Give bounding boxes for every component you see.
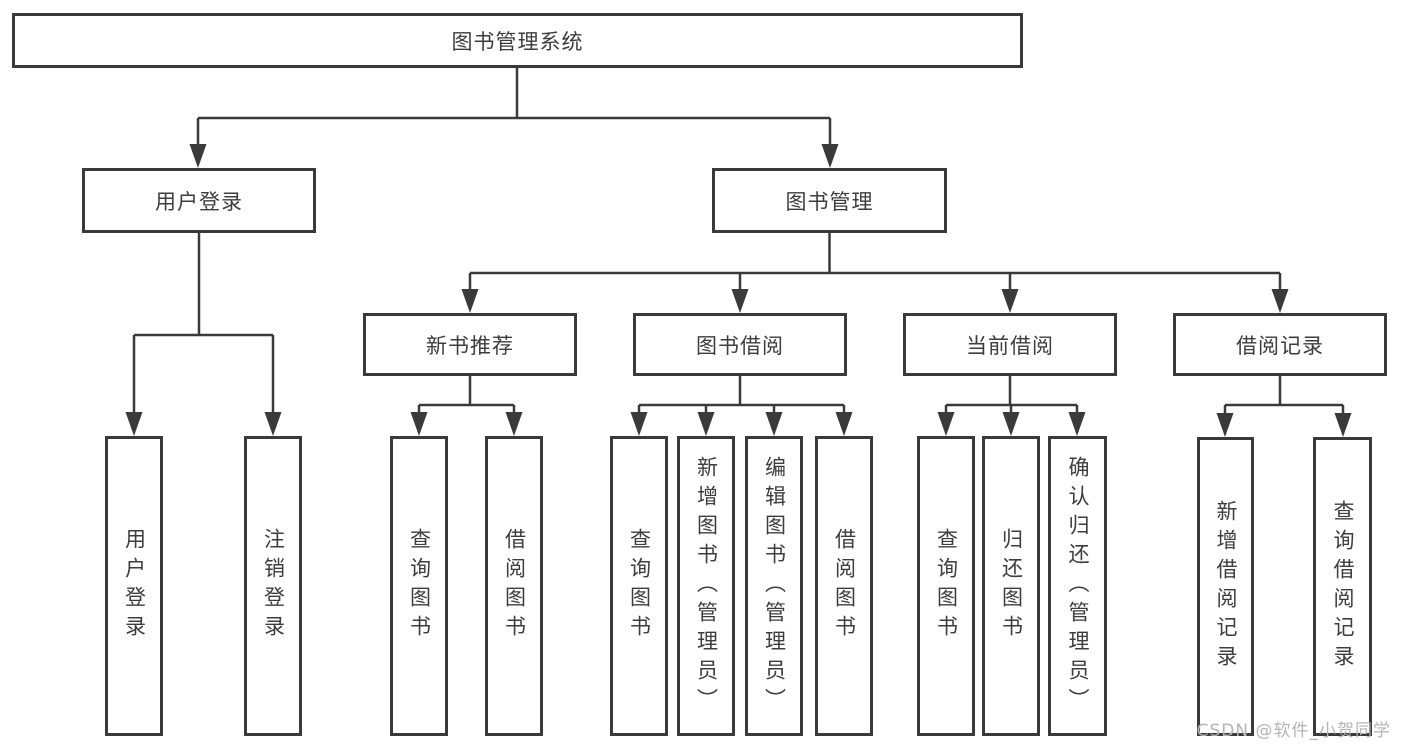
leaf-borrow-books: 借阅图书 xyxy=(485,436,543,736)
node-label: 当前借阅 xyxy=(966,333,1054,358)
node-label: 借阅记录 xyxy=(1236,333,1324,358)
leaf-label: 注销登录 xyxy=(261,528,286,644)
leaf-add-borrow-record: 新增借阅记录 xyxy=(1197,437,1254,736)
node-label: 图书管理 xyxy=(785,189,874,214)
leaf-query-books: 查询图书 xyxy=(917,436,975,736)
leaf-label: 归还图书 xyxy=(999,528,1024,644)
leaf-label: 查询图书 xyxy=(627,528,652,644)
leaf-add-books-admin: 新增图书（管理员） xyxy=(677,436,735,736)
node-label: 图书管理系统 xyxy=(451,29,584,54)
leaf-label: 借阅图书 xyxy=(832,528,857,644)
leaf-label: 查询图书 xyxy=(407,528,432,644)
node-current-borrowing: 当前借阅 xyxy=(903,313,1117,376)
node-new-book-recommendation: 新书推荐 xyxy=(363,313,577,376)
node-label: 图书借阅 xyxy=(696,333,784,358)
node-library-management-system: 图书管理系统 xyxy=(12,13,1023,68)
leaf-label: 新增图书（管理员） xyxy=(694,455,719,717)
leaf-label: 查询借阅记录 xyxy=(1331,499,1355,674)
leaf-return-books: 归还图书 xyxy=(982,436,1040,736)
node-label: 新书推荐 xyxy=(426,333,514,358)
leaf-logout: 注销登录 xyxy=(244,436,302,736)
leaf-label: 查询图书 xyxy=(934,528,959,644)
leaf-label: 编辑图书（管理员） xyxy=(762,455,787,717)
node-borrowing-records: 借阅记录 xyxy=(1173,313,1387,376)
leaf-confirm-return-admin: 确认归还（管理员） xyxy=(1048,436,1107,736)
leaf-label: 借阅图书 xyxy=(502,528,527,644)
leaf-borrow-books: 借阅图书 xyxy=(815,436,873,736)
node-user-login: 用户登录 xyxy=(82,168,316,233)
leaf-label: 新增借阅记录 xyxy=(1214,499,1238,674)
leaf-label: 确认归还（管理员） xyxy=(1066,455,1090,717)
csdn-watermark: CSDN @软件_小贺同学 xyxy=(1196,721,1391,741)
leaf-user-login: 用户登录 xyxy=(105,436,163,736)
node-book-management: 图书管理 xyxy=(712,168,947,233)
leaf-query-borrow-record: 查询借阅记录 xyxy=(1313,437,1372,736)
leaf-label: 用户登录 xyxy=(122,528,147,644)
leaf-query-books: 查询图书 xyxy=(610,436,668,736)
leaf-edit-books-admin: 编辑图书（管理员） xyxy=(745,436,803,736)
node-label: 用户登录 xyxy=(155,189,243,214)
leaf-query-books: 查询图书 xyxy=(390,436,448,736)
node-book-borrowing: 图书借阅 xyxy=(633,313,847,376)
